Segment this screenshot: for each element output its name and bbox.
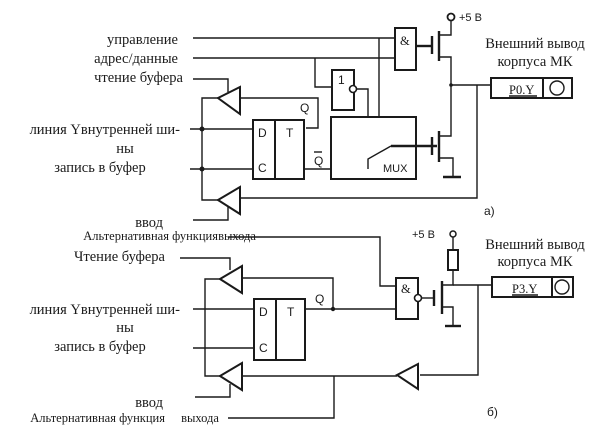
wire-read-buffer-b <box>180 257 231 270</box>
pin-name-b: P3.Y <box>512 282 537 296</box>
upper-fet-drain <box>439 20 452 36</box>
inverter-bubble <box>348 84 358 94</box>
label-write-buffer-b: запись в буфер <box>54 339 145 355</box>
label-internal-bus-1b: линия Yвнутренней ши- <box>30 302 181 318</box>
read-pin-buffer-a <box>216 185 241 216</box>
wire-alt-input <box>228 376 335 419</box>
wire-q-to-buffer-b <box>242 277 334 309</box>
external-pin-label-2b: корпуса МК <box>497 254 572 270</box>
vcc-terminal-b <box>449 230 457 238</box>
flipflop-d-label-b: D <box>259 305 268 319</box>
supply-label-b: +5 В <box>412 229 435 241</box>
label-address-data: адрес/данные <box>94 51 178 67</box>
flipflop-c-label-b: C <box>259 341 268 355</box>
vcc-terminal-a <box>446 12 456 22</box>
and-gate-label: & <box>400 34 410 48</box>
junction-dot <box>199 126 205 132</box>
label-internal-bus-2b: ны <box>116 320 134 336</box>
pin-name-a: P0.Y <box>509 83 534 97</box>
label-read-buffer: чтение буфера <box>94 70 183 86</box>
label-alt-input-1: Альтернативная функция <box>30 411 165 425</box>
read-latch-buffer <box>216 85 241 116</box>
pin-pad-icon <box>549 80 565 96</box>
pin-pad-icon <box>554 279 570 295</box>
upper-fet-source-to-lower <box>439 56 452 137</box>
wire-input-enable-b <box>195 384 231 398</box>
label-write-buffer: запись в буфер <box>54 160 145 176</box>
label-control: управление <box>107 32 178 48</box>
label-alt-output-2: выхода <box>218 229 256 243</box>
flipflop-d-label: D <box>258 126 267 140</box>
junction-dot <box>199 166 205 172</box>
mux-switch <box>367 145 392 169</box>
fet-source-b <box>442 306 454 325</box>
flipflop-t-label: T <box>286 126 294 140</box>
pullup-resistor <box>447 249 459 271</box>
caption-a: а) <box>484 204 495 218</box>
flipflop-c-label: C <box>258 161 267 175</box>
inverter-label: 1 <box>338 73 345 87</box>
mux-label: MUX <box>383 163 408 175</box>
flipflop-right-a <box>274 119 305 180</box>
external-pin-label-2a: корпуса МК <box>497 54 572 70</box>
label-internal-bus-2: ны <box>116 141 134 157</box>
label-read-buffer-b: Чтение буфера <box>74 249 166 265</box>
part-b-circuit: Альтернативная функция выхода Чтение буф… <box>30 229 586 425</box>
label-internal-bus-1: линия Yвнутренней ши- <box>30 122 181 138</box>
external-pin-label-1b: Внешний вывод <box>485 237 585 253</box>
and-gate-a <box>394 27 417 71</box>
external-pin-label-1a: Внешний вывод <box>485 36 585 52</box>
label-alt-output-1: Альтернативная функция <box>83 229 218 243</box>
wire-alt-output <box>228 236 396 287</box>
label-input-a: ввод <box>135 215 163 231</box>
read-pin-buffer-b <box>218 361 243 392</box>
mux-block <box>330 116 417 180</box>
label-q-b: Q <box>315 292 324 306</box>
flipflop-right-b <box>275 298 306 361</box>
supply-label-a: +5 В <box>459 12 482 24</box>
read-latch-buffer-b <box>218 264 243 295</box>
internal-bus-wire <box>201 97 218 201</box>
flipflop-t-label-b: T <box>287 305 295 319</box>
wire-read-buffer <box>193 78 229 92</box>
wire-input-enable-a <box>193 207 229 221</box>
junction-dot <box>330 306 336 312</box>
wire-q-to-buffer <box>240 97 319 129</box>
label-q-a: Q <box>300 101 309 115</box>
caption-b: б) <box>487 405 498 419</box>
fet-drain-b <box>442 270 454 286</box>
internal-bus-wire-b <box>204 278 220 377</box>
label-alt-input-2: выхода <box>181 411 219 425</box>
nand-bubble <box>413 293 423 303</box>
label-qbar: Q <box>314 154 323 168</box>
label-input-b: ввод <box>135 395 163 411</box>
wire-pin-feedback-b <box>420 285 479 376</box>
lower-fet-source <box>439 157 454 176</box>
wire-pin-feedback-a <box>240 85 478 199</box>
part-a-circuit: управление адрес/данные чтение буфера ли… <box>30 12 586 231</box>
nand-gate-label: & <box>401 282 411 296</box>
wire-addr-to-inverter <box>314 58 332 88</box>
pin-input-buffer-b <box>395 362 419 391</box>
